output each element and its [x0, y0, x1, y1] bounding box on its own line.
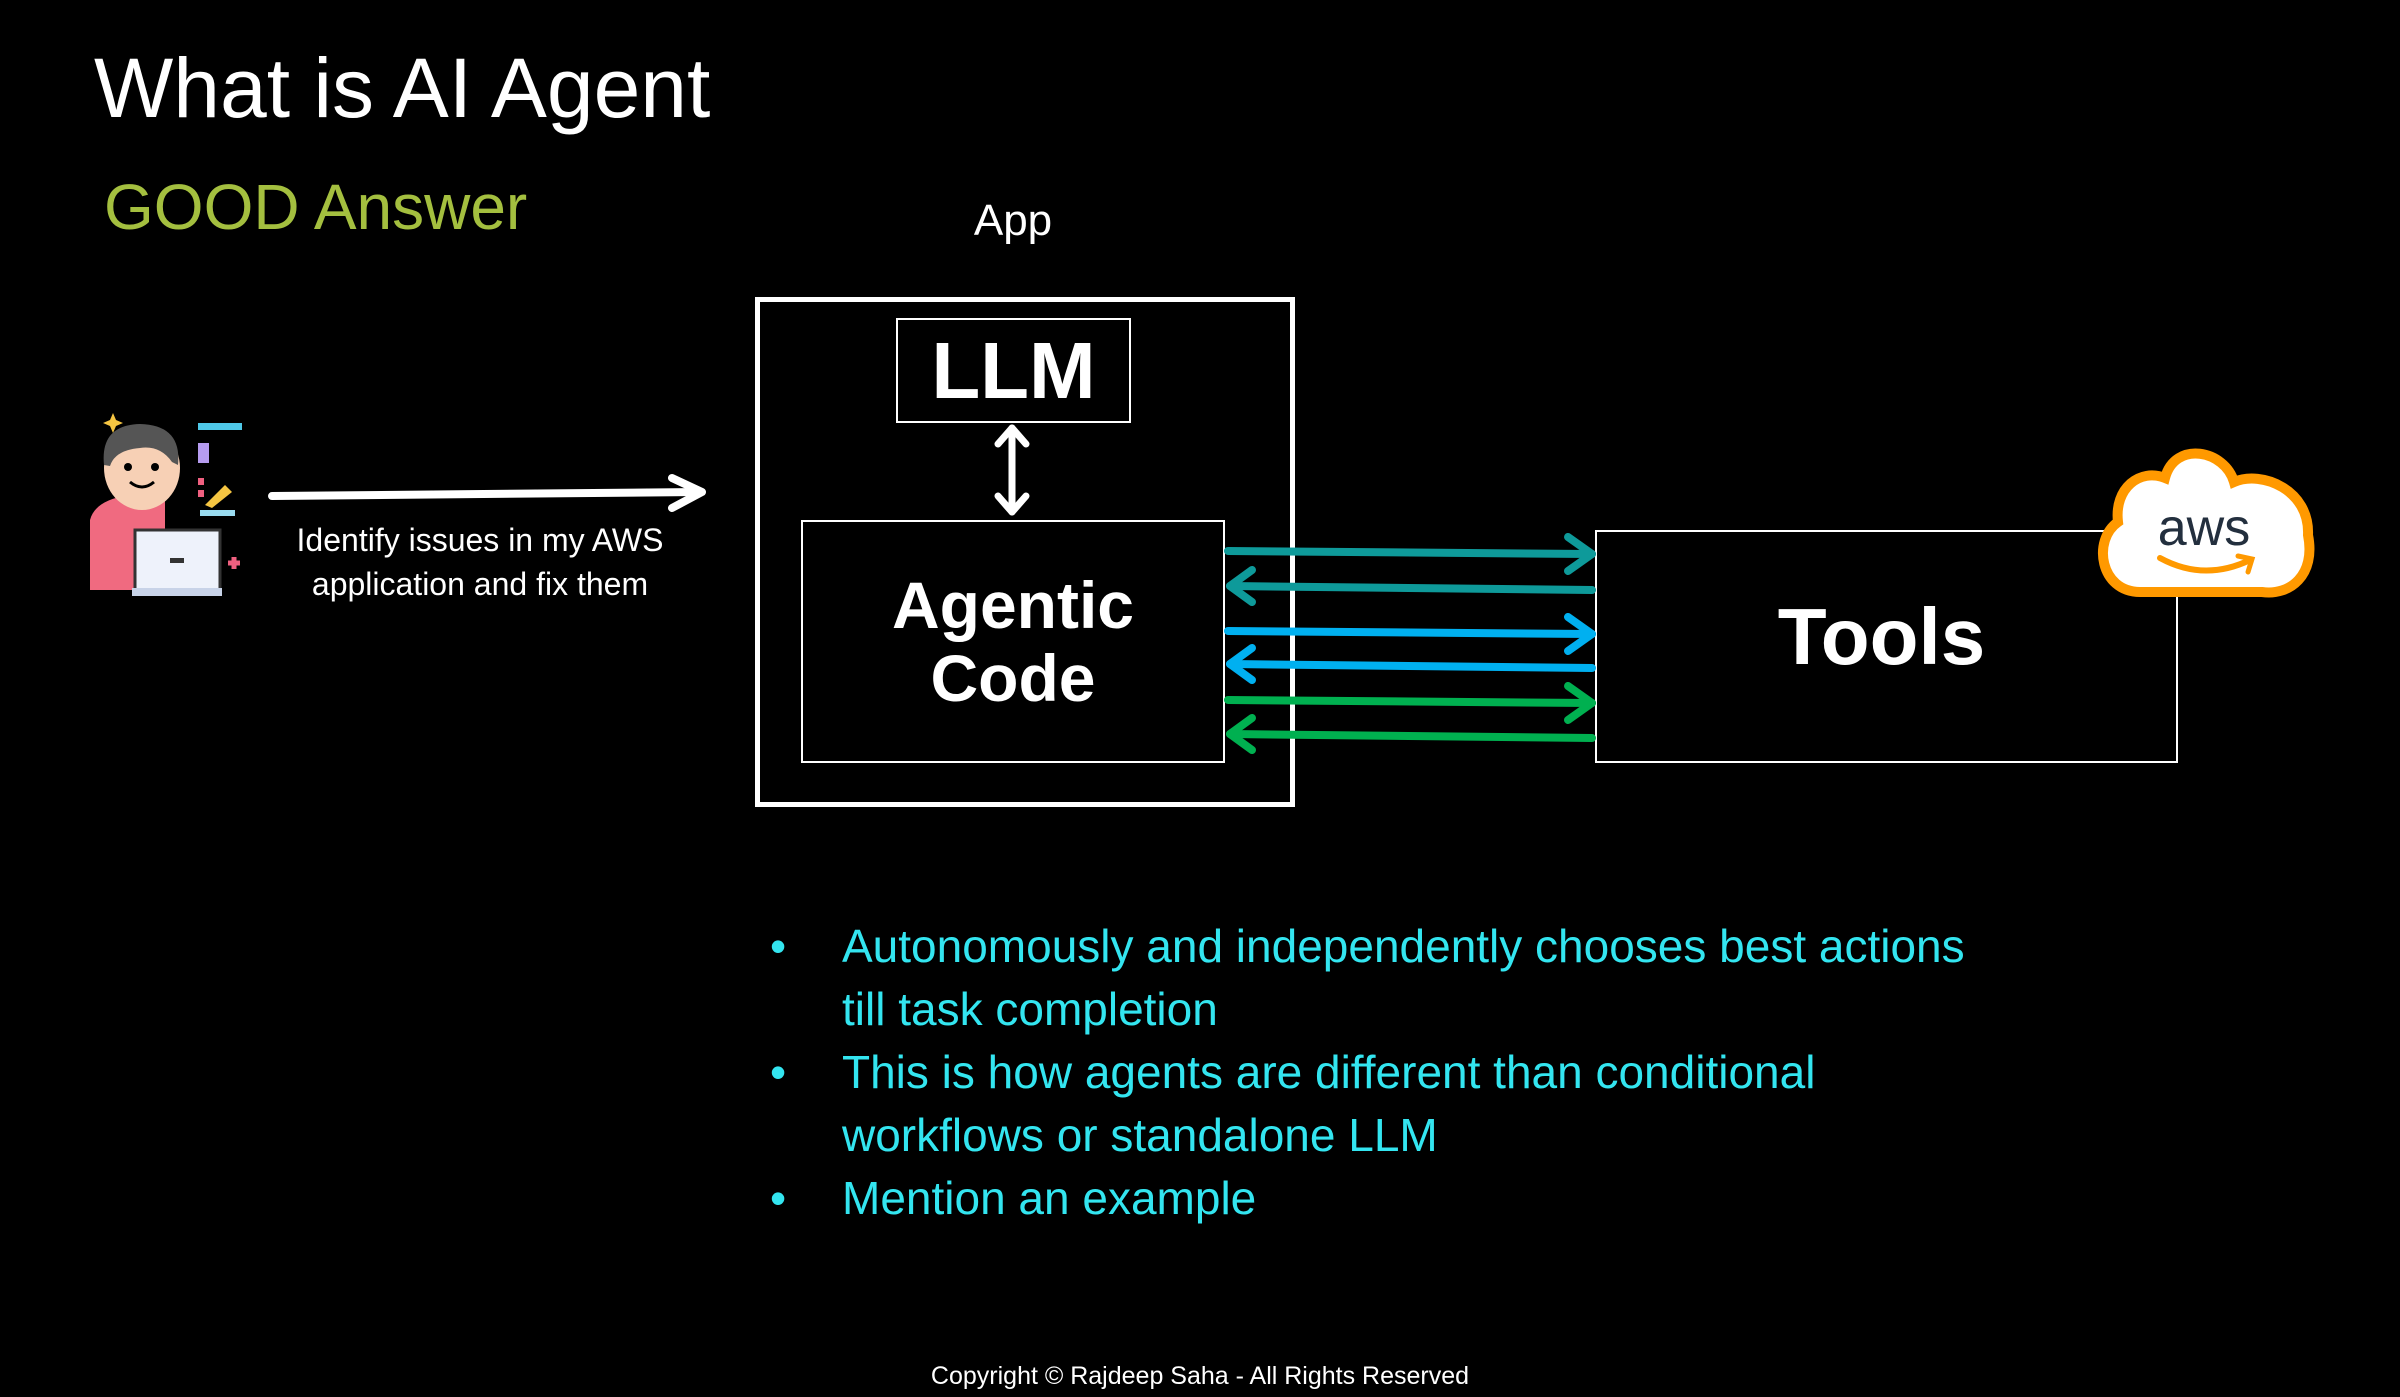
tools-label: Tools [1777, 591, 1986, 681]
aws-cloud-icon: aws [2098, 448, 2315, 598]
user-avatar-icon [90, 413, 242, 596]
request-arrow-head [1564, 533, 1596, 575]
user-request-line-1: Identify issues in my AWS [296, 522, 664, 558]
response-arrow-line [1226, 660, 1596, 672]
slide-subtitle: GOOD Answer [104, 171, 528, 243]
aws-logo-text: aws [2158, 499, 2250, 557]
request-arrow-line [1224, 627, 1596, 638]
request-arrow-head [1564, 682, 1596, 724]
response-arrow-line [1226, 582, 1596, 594]
request-arrow-line [1224, 696, 1596, 707]
bullet-item: This is how agents are different than co… [770, 1041, 1992, 1167]
request-arrow-line [1224, 547, 1596, 558]
bullet-item: Autonomously and independently chooses b… [770, 915, 1992, 1041]
user-request-arrow [268, 474, 706, 512]
bullet-list: Autonomously and independently chooses b… [770, 915, 1970, 1230]
slide-title: What is AI Agent [94, 41, 711, 135]
llm-box: LLM [896, 318, 1131, 423]
response-arrow-line [1226, 730, 1596, 742]
tool-call-arrows [1224, 533, 1596, 754]
response-arrow-head [1226, 644, 1256, 684]
copyright-footer: Copyright © Rajdeep Saha - All Rights Re… [930, 1362, 1470, 1390]
response-arrow-head [1226, 566, 1256, 606]
tools-box: Tools [1595, 530, 2178, 763]
llm-label: LLM [931, 325, 1096, 415]
bullet-item: Mention an example [770, 1167, 1970, 1230]
request-arrow-head [1564, 613, 1596, 655]
response-arrow-head [1226, 714, 1256, 754]
code-label: Code [930, 640, 1096, 715]
user-request-text: Identify issues in my AWS application and… [250, 518, 710, 606]
app-label: App [973, 196, 1053, 245]
agentic-label: Agentic [891, 567, 1135, 642]
user-request-line-2: application and fix them [311, 566, 649, 602]
llm-agentic-double-arrow [994, 424, 1030, 516]
